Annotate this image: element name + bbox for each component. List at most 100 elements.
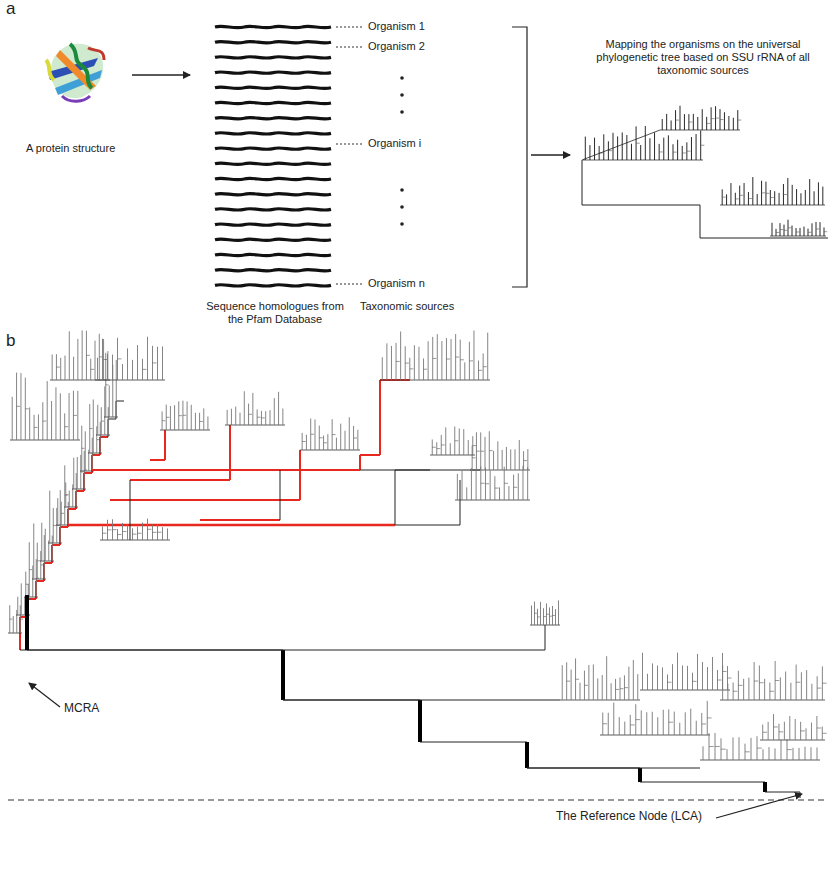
- branch: [527, 768, 700, 769]
- branch: [437, 334, 438, 380]
- dot: [400, 222, 404, 226]
- branch: [806, 670, 807, 700]
- branch: [772, 223, 773, 236]
- branch: [654, 132, 655, 160]
- branch: [697, 654, 698, 690]
- branch: [608, 150, 612, 151]
- branch: [162, 527, 163, 540]
- branch: [476, 451, 479, 452]
- branch: [104, 359, 107, 360]
- branch: [506, 447, 507, 470]
- branch: [49, 491, 50, 543]
- branch: [324, 442, 327, 443]
- branch: [817, 688, 821, 689]
- branch: [508, 486, 509, 500]
- flow-arrow: [132, 74, 190, 76]
- branch: [278, 392, 279, 425]
- branch: [227, 410, 228, 425]
- caption-text: A protein structure: [26, 142, 115, 155]
- branch: [60, 490, 61, 543]
- branch: [410, 368, 414, 369]
- branch: [66, 494, 69, 495]
- branch: [759, 682, 763, 683]
- branch: [787, 749, 792, 750]
- branch: [25, 595, 29, 650]
- branch: [766, 193, 770, 194]
- branch: [613, 703, 614, 735]
- branch: [102, 339, 103, 380]
- branch: [679, 723, 680, 735]
- sequence-line: [215, 178, 331, 179]
- branch: [420, 742, 527, 743]
- branch: [550, 616, 552, 617]
- sequence-line: [215, 87, 331, 88]
- branch: [673, 152, 677, 153]
- branch: [48, 540, 49, 561]
- branch: [657, 717, 658, 735]
- branch: [183, 415, 186, 416]
- branch: [479, 370, 483, 371]
- branch: [395, 470, 396, 525]
- branch: [270, 410, 271, 425]
- branch: [720, 700, 825, 701]
- branch: [65, 426, 69, 427]
- branch: [73, 415, 77, 416]
- branch: [118, 534, 122, 535]
- branch: [473, 445, 477, 446]
- branch: [65, 356, 66, 380]
- branch: [38, 414, 39, 440]
- branch: [137, 345, 138, 380]
- branch: [200, 519, 280, 521]
- branch: [13, 616, 14, 633]
- branch: [142, 523, 143, 540]
- branch: [515, 449, 516, 470]
- branch: [455, 500, 530, 501]
- branch: [660, 130, 740, 131]
- sequence-line: [215, 102, 331, 103]
- branch: [726, 194, 727, 205]
- branch: [518, 473, 519, 500]
- branch: [640, 690, 730, 691]
- branch: [783, 194, 787, 195]
- branch: [281, 650, 285, 700]
- branch: [571, 670, 572, 700]
- branch: [822, 733, 826, 734]
- branch: [108, 419, 116, 420]
- branch: [85, 431, 86, 471]
- branch: [700, 238, 828, 239]
- branch: [130, 480, 131, 540]
- branch: [240, 413, 241, 425]
- branch: [73, 458, 74, 489]
- branch: [796, 682, 800, 683]
- branch: [707, 123, 711, 124]
- branch: [757, 194, 758, 205]
- sequence-line: [215, 72, 331, 73]
- branch: [95, 380, 165, 381]
- branch: [60, 393, 61, 440]
- branch: [97, 439, 100, 440]
- branch: [460, 359, 464, 360]
- branch: [691, 137, 692, 160]
- branch: [796, 189, 797, 205]
- branch: [53, 525, 56, 526]
- branch: [249, 414, 252, 415]
- branch: [676, 120, 680, 121]
- branch: [603, 723, 607, 724]
- branch: [32, 566, 33, 597]
- branch: [790, 683, 791, 700]
- branch: [252, 393, 253, 425]
- branch: [597, 678, 598, 700]
- branch: [52, 544, 60, 546]
- branch: [702, 662, 703, 690]
- branch: [157, 347, 158, 380]
- branch: [669, 722, 673, 723]
- branch: [396, 361, 400, 362]
- branch: [357, 430, 358, 450]
- branch: [360, 470, 430, 471]
- branch: [229, 425, 231, 480]
- branch: [822, 683, 826, 684]
- branch: [77, 391, 78, 440]
- branch: [633, 660, 634, 700]
- branch: [72, 484, 73, 507]
